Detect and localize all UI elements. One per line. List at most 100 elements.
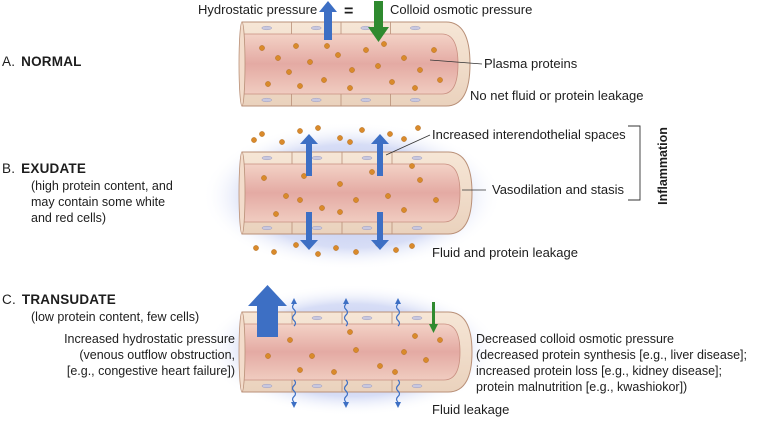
protein-dot (369, 169, 375, 175)
vessel-exudate (238, 151, 473, 235)
protein-dot (301, 173, 307, 179)
increased-hydrostatic-arrow-icon (248, 285, 287, 337)
endothelial-nucleus (361, 225, 373, 230)
protein-dot (265, 353, 271, 359)
protein-dot (377, 363, 383, 369)
arrow-head (371, 240, 389, 250)
protein-dot (353, 249, 359, 255)
plasma-proteins-label: Plasma proteins (484, 56, 578, 71)
protein-dot (307, 59, 313, 65)
inflammation-label: Inflammation (656, 127, 670, 205)
protein-dot (363, 47, 369, 53)
wavy-arrow (395, 379, 401, 403)
protein-dot (259, 131, 265, 137)
endothelial-nucleus (411, 384, 423, 389)
protein-dot (353, 197, 359, 203)
decreased-colloid-arrow-icon (429, 302, 438, 333)
wavy-arrow (291, 379, 297, 403)
endothelial-nucleus (360, 97, 371, 102)
protein-dot (297, 367, 303, 373)
protein-dot (401, 349, 407, 355)
endothelial-nucleus (410, 26, 421, 31)
colloid-cause-line-3: increased protein loss [e.g., kidney dis… (476, 364, 722, 378)
protein-dot (409, 243, 415, 249)
arrow-shaft (306, 144, 312, 176)
protein-dot (337, 181, 343, 187)
endothelial-nucleus (411, 155, 423, 160)
fluid-leakage-label: Fluid leakage (432, 402, 509, 417)
exudate-desc-line-1: (high protein content, and (31, 179, 173, 193)
wavy-arrow-head (291, 298, 297, 304)
protein-dot (393, 247, 399, 253)
protein-dot (417, 177, 423, 183)
protein-dot (417, 67, 423, 73)
no-net-leakage-label: No net fluid or protein leakage (470, 88, 643, 103)
section-c-heading: C.TRANSUDATE (2, 292, 116, 307)
endothelial-nucleus (361, 155, 373, 160)
endothelial-nucleus (311, 26, 322, 31)
colloid-arrow-down-icon (368, 1, 389, 42)
protein-dot (412, 85, 418, 91)
endothelial-nucleus (261, 225, 273, 230)
wavy-arrow-head (395, 402, 401, 408)
protein-dot (293, 43, 299, 49)
protein-dot (273, 211, 279, 217)
vessel-cut-end (238, 311, 246, 393)
protein-dot (253, 245, 259, 251)
wavy-arrow-head (291, 402, 297, 408)
protein-dot (309, 353, 315, 359)
wavy-arrow (291, 303, 297, 327)
protein-dot (392, 369, 398, 375)
protein-dot (415, 125, 421, 131)
vessel-cut-end (238, 21, 246, 107)
protein-dot (297, 83, 303, 89)
protein-dot (283, 193, 289, 199)
protein-dot (381, 41, 387, 47)
protein-dot (385, 193, 391, 199)
section-a-heading: A.NORMAL (2, 54, 82, 69)
protein-dot (433, 197, 439, 203)
protein-dot (286, 69, 292, 75)
wavy-arrow-head (343, 298, 349, 304)
endothelial-nucleus (361, 316, 373, 321)
protein-dot (431, 47, 437, 53)
section-b-heading: B.EXUDATE (2, 161, 86, 176)
protein-dot (297, 128, 303, 134)
exudate-desc-line-2: may contain some white (31, 195, 165, 209)
endothelial-nucleus (261, 97, 272, 102)
hydrostatic-arrow-up-icon (319, 1, 337, 40)
protein-dot (401, 207, 407, 213)
protein-dot (401, 136, 407, 142)
hydrostatic-cause-line-2: (venous outflow obstruction, (79, 348, 235, 362)
protein-dot (321, 77, 327, 83)
wavy-arrow (395, 303, 401, 327)
protein-dot (261, 175, 267, 181)
vessel-normal (238, 21, 471, 107)
equals-sign: = (344, 3, 353, 20)
protein-dot (437, 77, 443, 83)
colloid-cause-line-1: Decreased colloid osmotic pressure (476, 332, 674, 346)
protein-dot (437, 337, 443, 343)
protein-dot (347, 329, 353, 335)
endothelial-nucleus (311, 155, 323, 160)
arrow-shaft (377, 212, 383, 240)
inflammation-bracket (628, 125, 641, 201)
endothelial-nucleus (311, 97, 322, 102)
hydrostatic-cause-line-3: [e.g., congestive heart failure]) (67, 364, 235, 378)
colloid-cause-line-4: protein malnutrition [e.g., kwashiokor]) (476, 380, 687, 394)
vessel-lumen (241, 323, 461, 381)
protein-dot (279, 139, 285, 145)
protein-dot (319, 205, 325, 211)
transudate-desc: (low protein content, few cells) (31, 310, 199, 324)
protein-dot (423, 357, 429, 363)
protein-dot (315, 125, 321, 131)
protein-dot (409, 163, 415, 169)
protein-dot (401, 55, 407, 61)
endothelial-nucleus (311, 225, 323, 230)
wavy-arrow-head (343, 402, 349, 408)
protein-dot (315, 251, 321, 257)
plasma-protein-dots (251, 41, 443, 375)
protein-dot (389, 79, 395, 85)
colloid-osmotic-pressure-label: Colloid osmotic pressure (390, 2, 532, 17)
vessel-cut-end (238, 151, 246, 235)
